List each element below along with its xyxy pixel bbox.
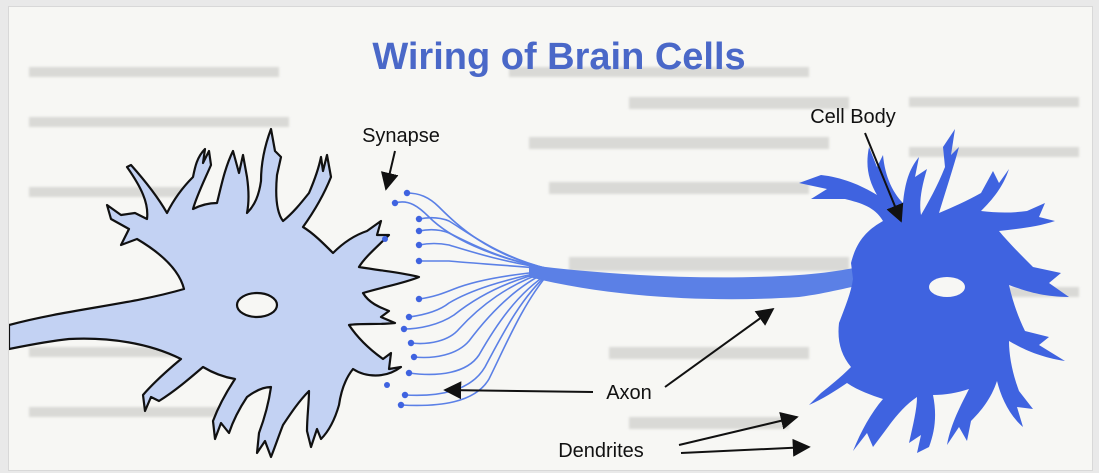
right-neuron-nucleus [929, 277, 965, 297]
diagram-frame: Wiring of Brain Cells Syna [8, 6, 1093, 471]
svg-text:Axon: Axon [606, 382, 652, 404]
svg-text:Cell Body: Cell Body [810, 106, 896, 128]
label-synapse: Synapse [362, 125, 440, 189]
svg-text:Dendrites: Dendrites [558, 440, 644, 462]
left-neuron-nucleus [237, 293, 277, 317]
neuron-diagram: Wiring of Brain Cells Syna [9, 7, 1092, 470]
svg-text:Synapse: Synapse [362, 125, 440, 147]
diagram-title: Wiring of Brain Cells [372, 36, 745, 78]
synapse-terminals [382, 190, 422, 408]
